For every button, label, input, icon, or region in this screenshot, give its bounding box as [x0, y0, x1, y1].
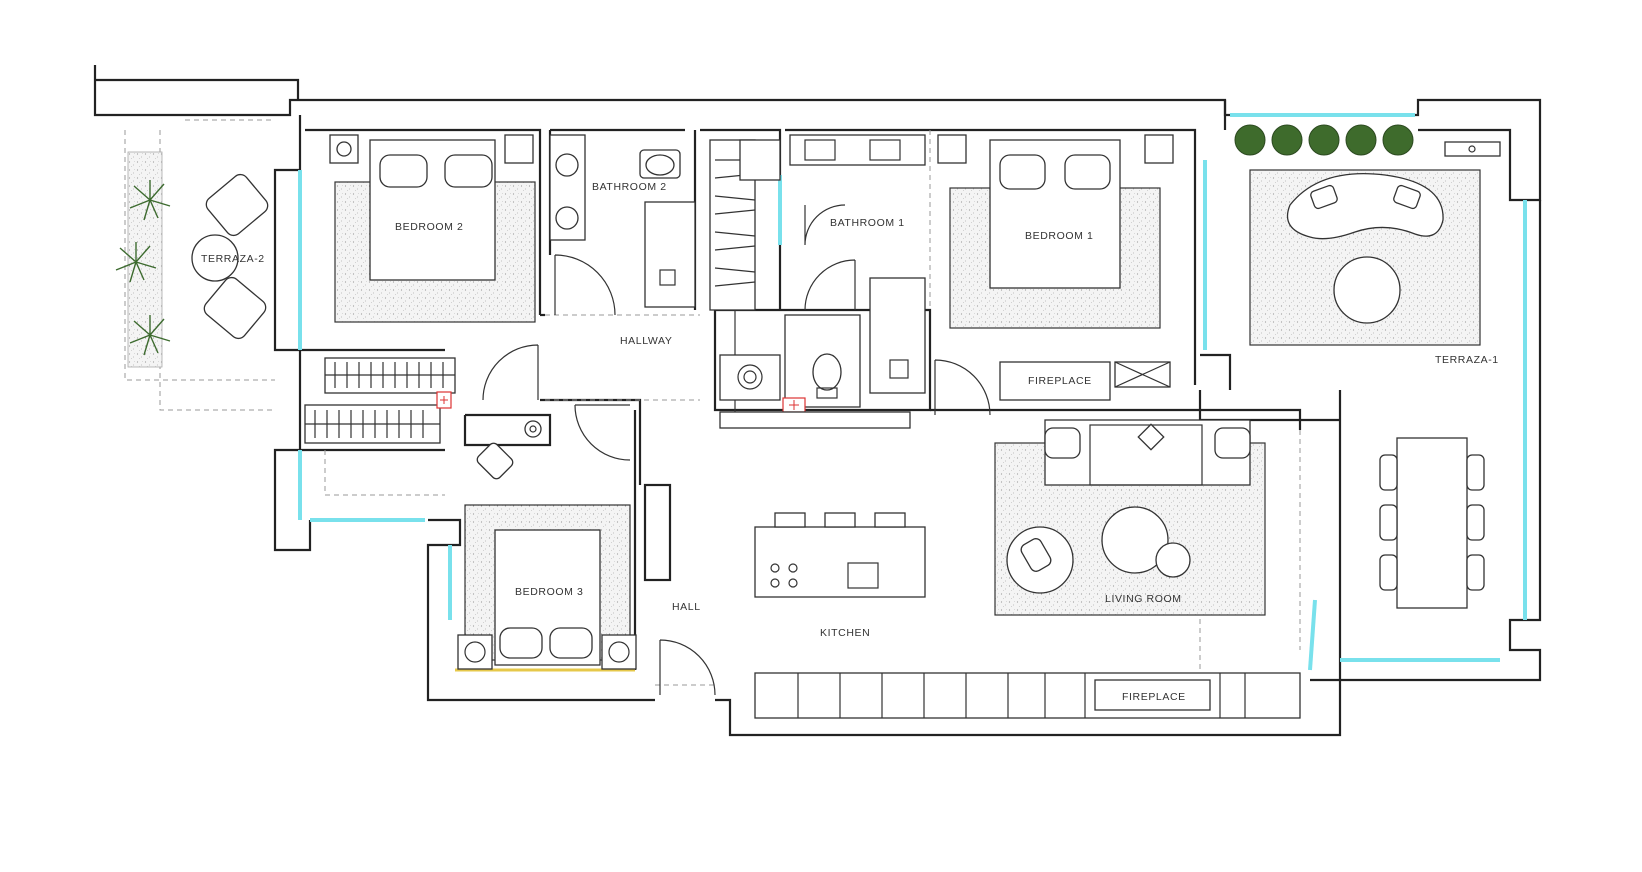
- terraza-1-label: TERRAZA-1: [1435, 354, 1499, 366]
- kitchen-island: [754, 512, 926, 598]
- doors: [482, 204, 991, 696]
- hallway-label: HALLWAY: [620, 335, 672, 347]
- washer-dryer: [476, 420, 542, 480]
- glazing: [298, 113, 1527, 671]
- plant-icon: [115, 180, 171, 356]
- bathroom-2-fixtures: [549, 134, 696, 308]
- kitchen-label: KITCHEN: [820, 627, 870, 639]
- bedroom-2-label: BEDROOM 2: [395, 221, 463, 233]
- kitchen-counter: [754, 672, 1301, 719]
- living-room-furniture: [994, 419, 1266, 616]
- wardrobe: [304, 357, 456, 444]
- bathroom-1-label: BATHROOM 1: [830, 217, 905, 229]
- bathroom-2-label: BATHROOM 2: [592, 181, 667, 193]
- bedroom-2-furniture: [329, 134, 536, 323]
- terraza-1-furniture: [1234, 124, 1501, 609]
- fireplace-bedroom-label: FIREPLACE: [1028, 375, 1092, 387]
- fireplace-living-label: FIREPLACE: [1122, 691, 1186, 703]
- bedroom-1-label: BEDROOM 1: [1025, 230, 1093, 242]
- living-room-label: LIVING ROOM: [1105, 593, 1182, 605]
- bedroom-3-label: BEDROOM 3: [515, 586, 583, 598]
- walk-in-closet: [709, 139, 781, 311]
- bedroom-3-furniture: [457, 504, 637, 670]
- hall-label: HALL: [672, 601, 701, 613]
- bathroom-1-fixtures: [719, 134, 926, 429]
- bedroom-1-furniture: [937, 134, 1174, 401]
- terraza-2-label: TERRAZA-2: [201, 253, 265, 265]
- terraza-2-area: [115, 151, 269, 368]
- shrub-icon: [1234, 124, 1414, 156]
